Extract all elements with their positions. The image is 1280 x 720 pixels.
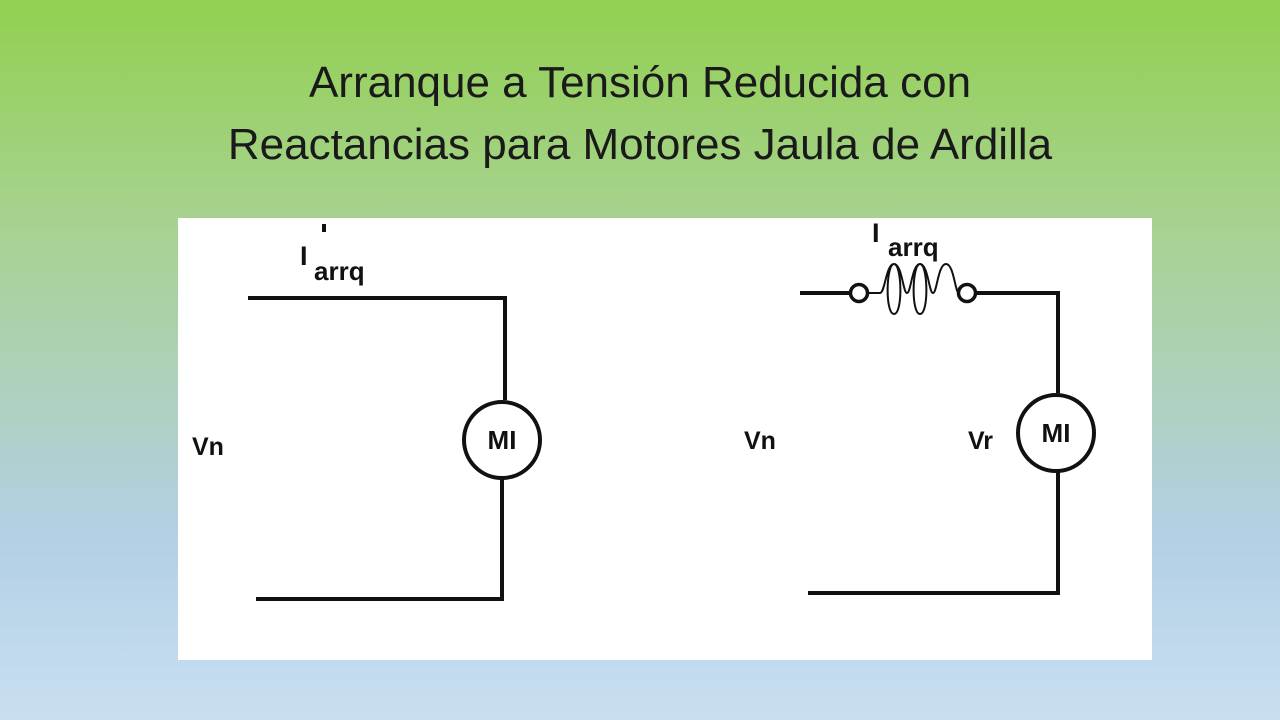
left-supply-label: Vn — [192, 433, 224, 461]
right-motor-label: MI — [1042, 418, 1071, 448]
reactor-terminal-right — [956, 282, 978, 304]
left-top-wire — [248, 296, 507, 400]
right-circuit: I arrq MI Vr Vn — [744, 218, 1096, 595]
title-line-2: Reactancias para Motores Jaula de Ardill… — [227, 120, 1053, 169]
circuit-diagram-panel: I arrq MI Vn I arrq MI Vr Vn — [178, 218, 1152, 660]
left-current-symbol: I — [300, 241, 308, 271]
right-bottom-wire — [808, 471, 1060, 595]
right-current-subscript: arrq — [888, 232, 939, 262]
left-circuit: I arrq MI Vn — [192, 224, 542, 601]
right-current-symbol: I — [872, 218, 880, 248]
title-line-1: Arranque a Tensión Reducida con — [308, 58, 972, 107]
right-motor-voltage-label: Vr — [968, 427, 993, 455]
circuit-diagram: I arrq MI Vn I arrq MI Vr Vn — [192, 218, 1096, 601]
right-supply-label: Vn — [744, 427, 776, 455]
reactor-coil-icon — [868, 262, 960, 316]
reactor-terminal-left — [848, 282, 870, 304]
left-motor-label: MI — [488, 425, 517, 455]
left-bottom-wire — [256, 478, 504, 601]
right-top-wire — [976, 291, 1060, 393]
slide-title: Arranque a Tensión Reducida con Reactanc… — [0, 52, 1280, 176]
left-current-subscript: arrq — [314, 256, 365, 286]
